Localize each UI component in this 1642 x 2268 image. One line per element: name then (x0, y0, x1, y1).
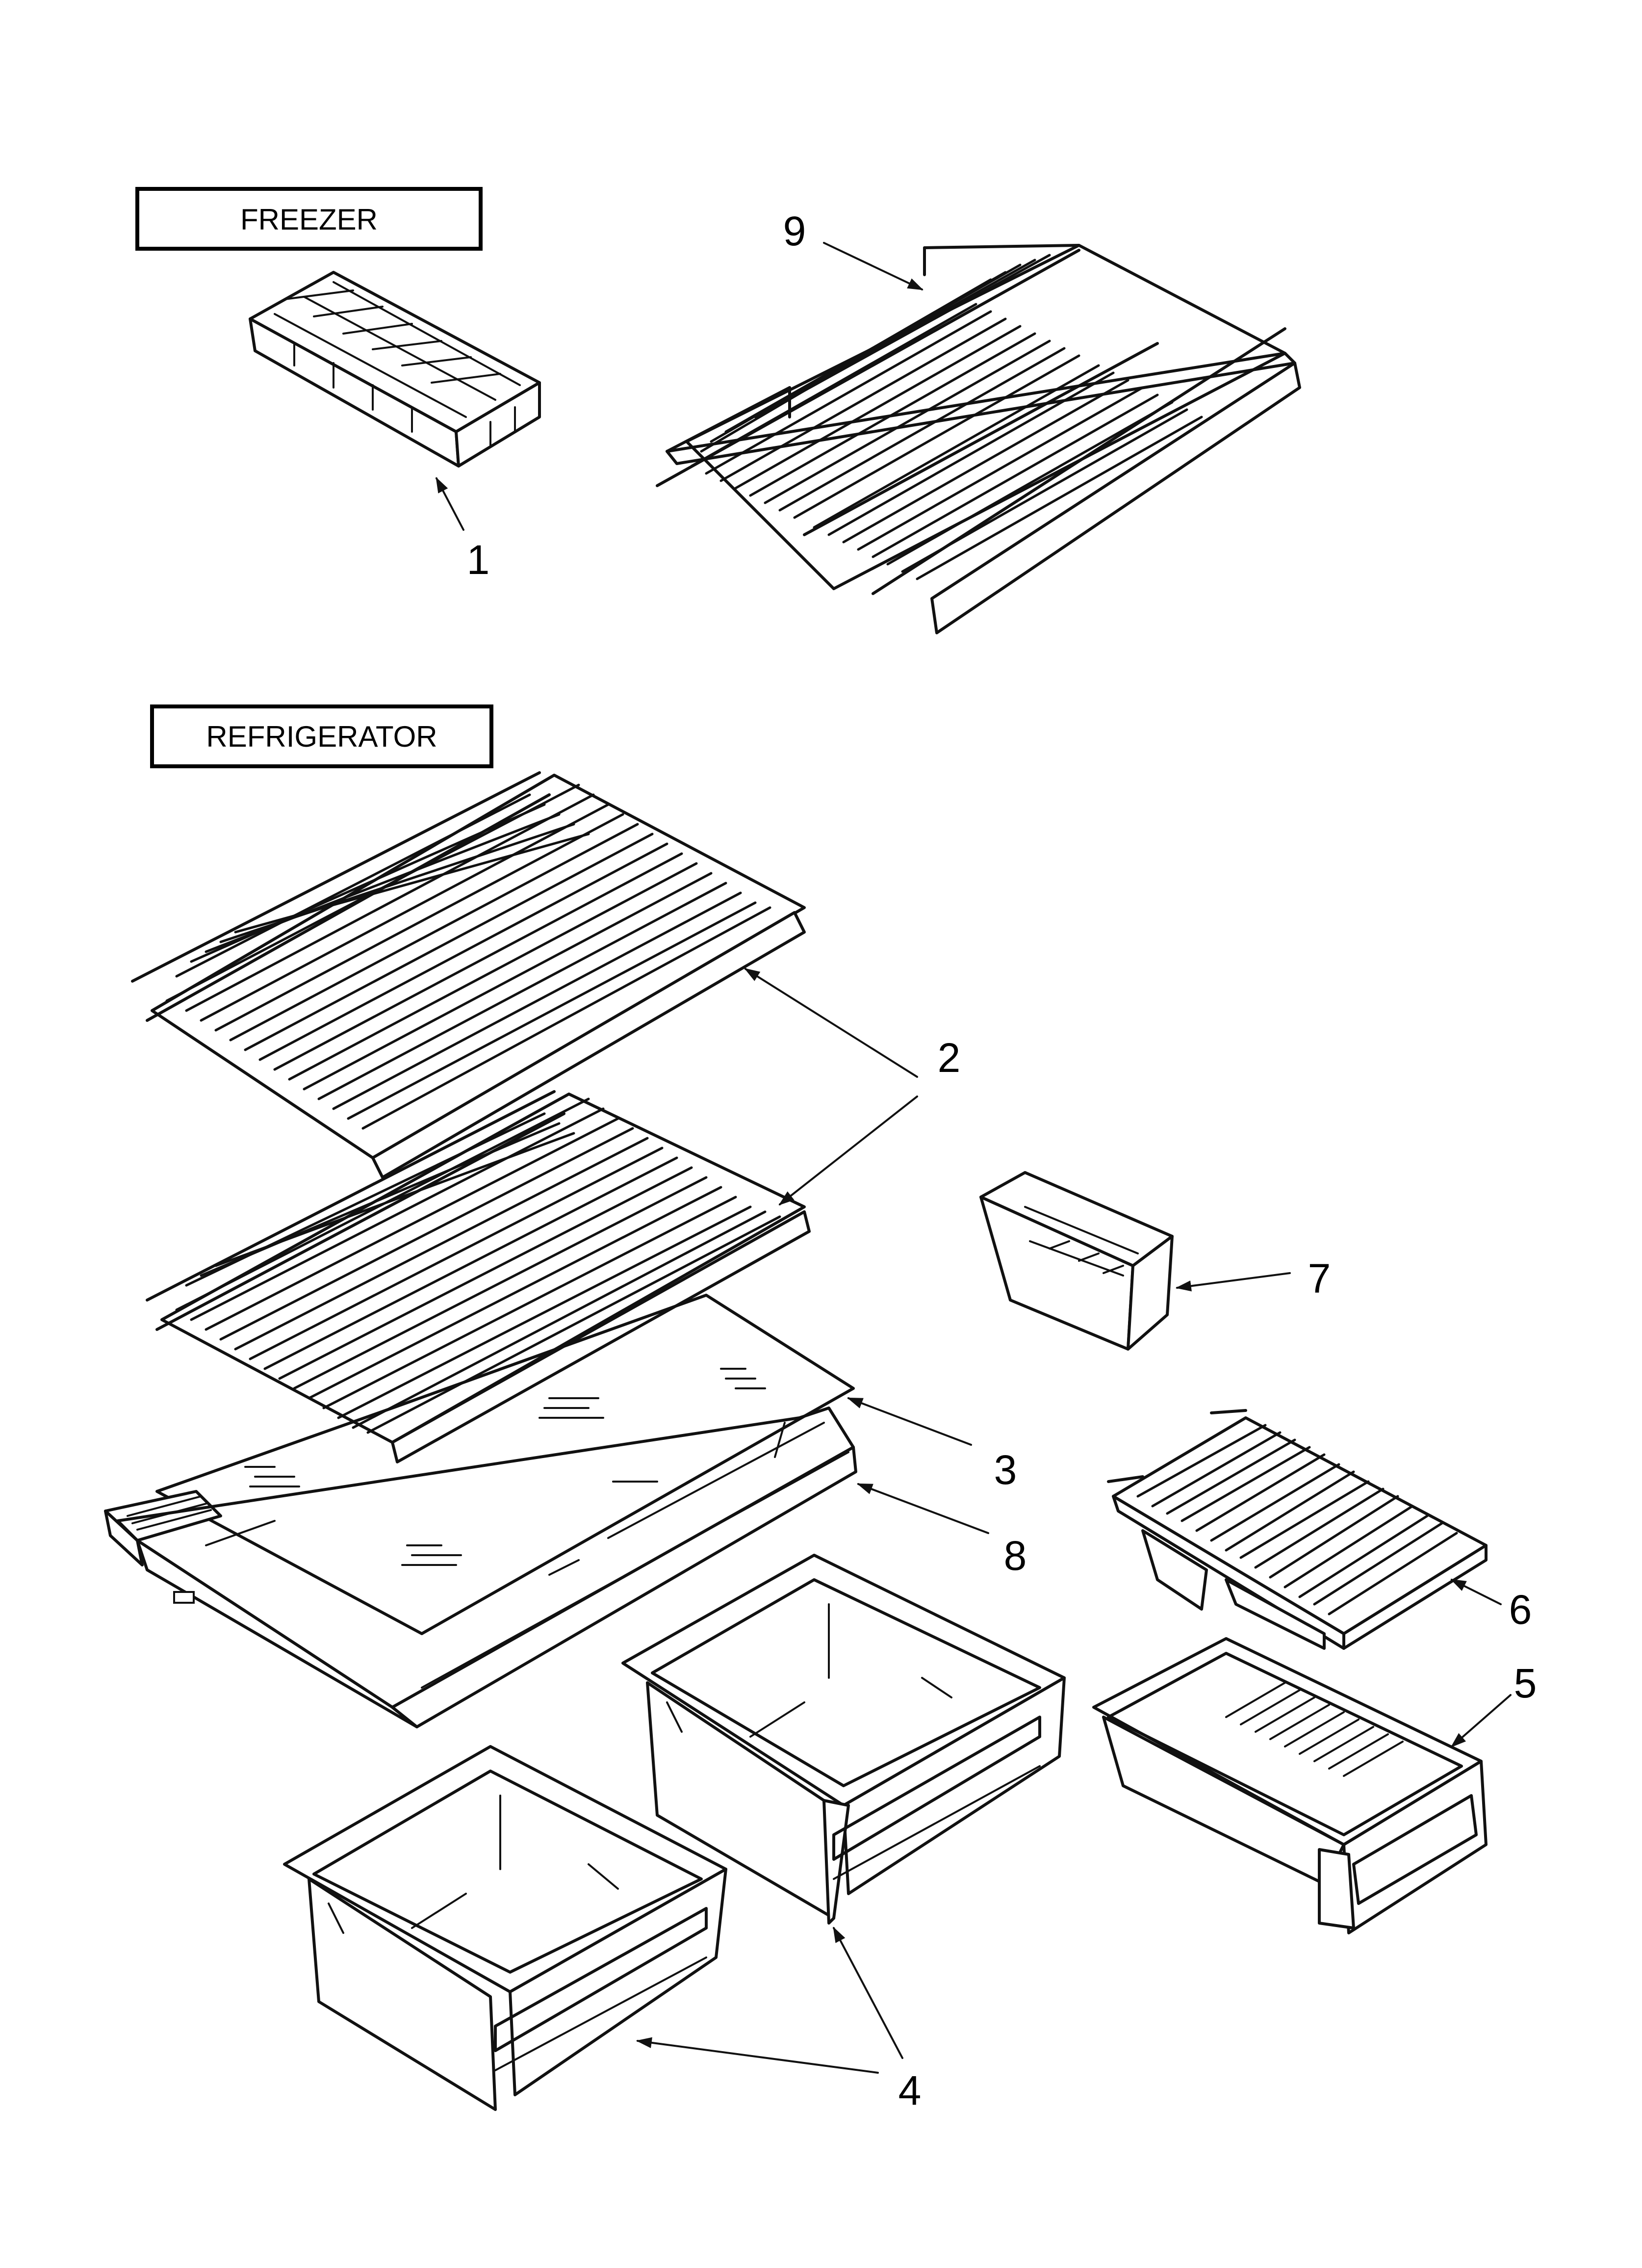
callout-2: 2 (938, 1035, 961, 1081)
freezer-section-label: FREEZER (135, 187, 483, 251)
callout-1-leader (436, 477, 464, 531)
crisper-drawer-left-icon (283, 1745, 727, 2111)
glass-shelf-insert-icon (155, 1294, 855, 1635)
callout-5-leader (1450, 1694, 1512, 1748)
callout-5: 5 (1514, 1660, 1537, 1706)
callout-4: 4 (898, 2067, 922, 2113)
callout-6: 6 (1509, 1587, 1532, 1633)
freezer-wire-shelf-icon (656, 244, 1301, 634)
callout-8-leader (857, 1483, 989, 1534)
callout-9: 9 (783, 208, 806, 254)
callout-1: 1 (467, 537, 490, 583)
ice-tray-icon (249, 271, 541, 468)
callout-6-leader (1450, 1579, 1502, 1605)
meat-pan-cover-icon (1107, 1409, 1488, 1650)
crisper-cover-frame-icon (104, 1407, 857, 1728)
callout-4-leader-a (636, 2037, 879, 2074)
refrigerator-wire-shelf-upper-icon (131, 771, 806, 1179)
refrigerator-section-label: REFRIGERATOR (150, 704, 493, 768)
callout-8: 8 (1004, 1533, 1027, 1579)
meat-pan-icon (1092, 1637, 1488, 1934)
callout-3-leader (847, 1397, 972, 1446)
svg-text:REFRIGERATOR: REFRIGERATOR (206, 720, 437, 753)
callout-4-leader-b (833, 1927, 903, 2059)
crisper-drawer-right-icon (621, 1554, 1066, 1925)
callout-2-leader-a (744, 968, 918, 1078)
callout-9-leader (823, 242, 924, 290)
callout-7-leader (1175, 1272, 1291, 1292)
utility-bin-icon (979, 1171, 1174, 1351)
callout-3: 3 (994, 1447, 1017, 1493)
svg-text:FREEZER: FREEZER (240, 203, 378, 236)
refrigerator-wire-shelf-lower-icon (146, 1090, 811, 1463)
callout-7: 7 (1308, 1255, 1331, 1302)
callout-2-leader-b (778, 1095, 918, 1205)
